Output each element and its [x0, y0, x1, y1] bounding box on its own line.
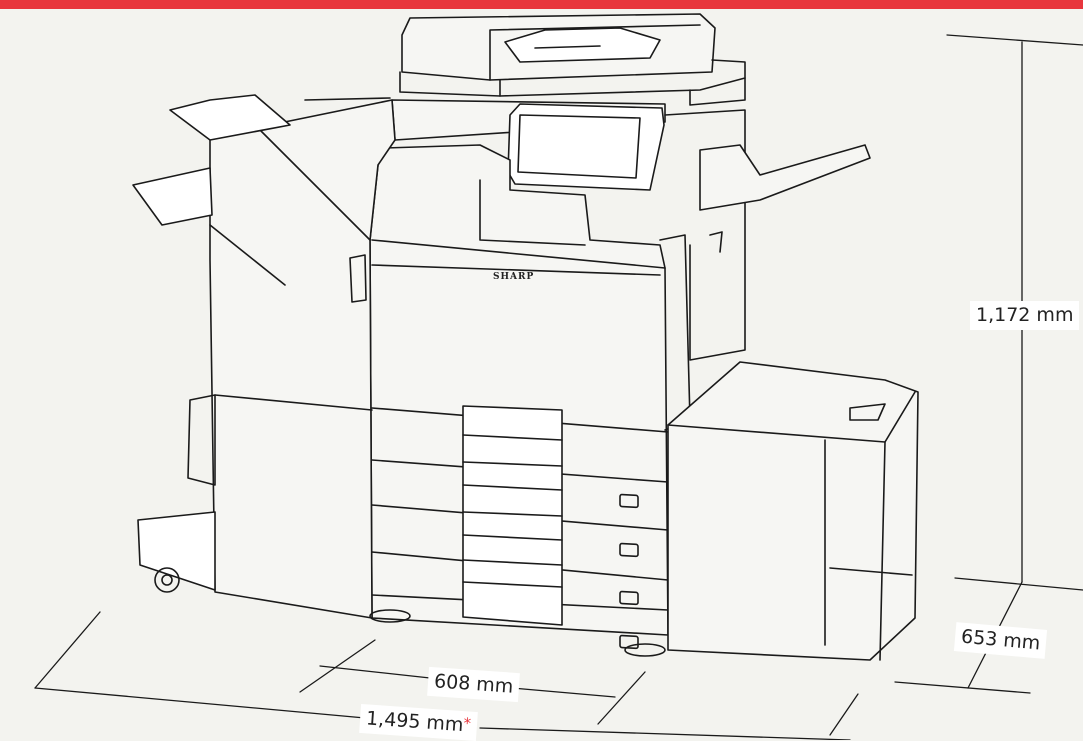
feet	[369, 609, 666, 657]
paper-stack	[462, 405, 563, 626]
document-feeder	[399, 13, 746, 106]
accent-bar	[0, 0, 1083, 9]
finisher	[132, 94, 396, 619]
footnote-asterisk: *	[462, 714, 472, 733]
height-value: 1,172 mm	[976, 304, 1074, 326]
output-tray	[664, 109, 871, 515]
depth-value: 653 mm	[960, 625, 1042, 655]
width-total-value: 1,495 mm	[365, 707, 465, 737]
control-panel	[391, 99, 666, 191]
width-main-value: 608 mm	[433, 670, 515, 698]
large-capacity-tray	[667, 361, 919, 661]
height-dimension-label: 1,172 mm	[970, 301, 1080, 330]
main-body	[369, 144, 691, 650]
brand-logo: SHARP	[493, 272, 535, 282]
